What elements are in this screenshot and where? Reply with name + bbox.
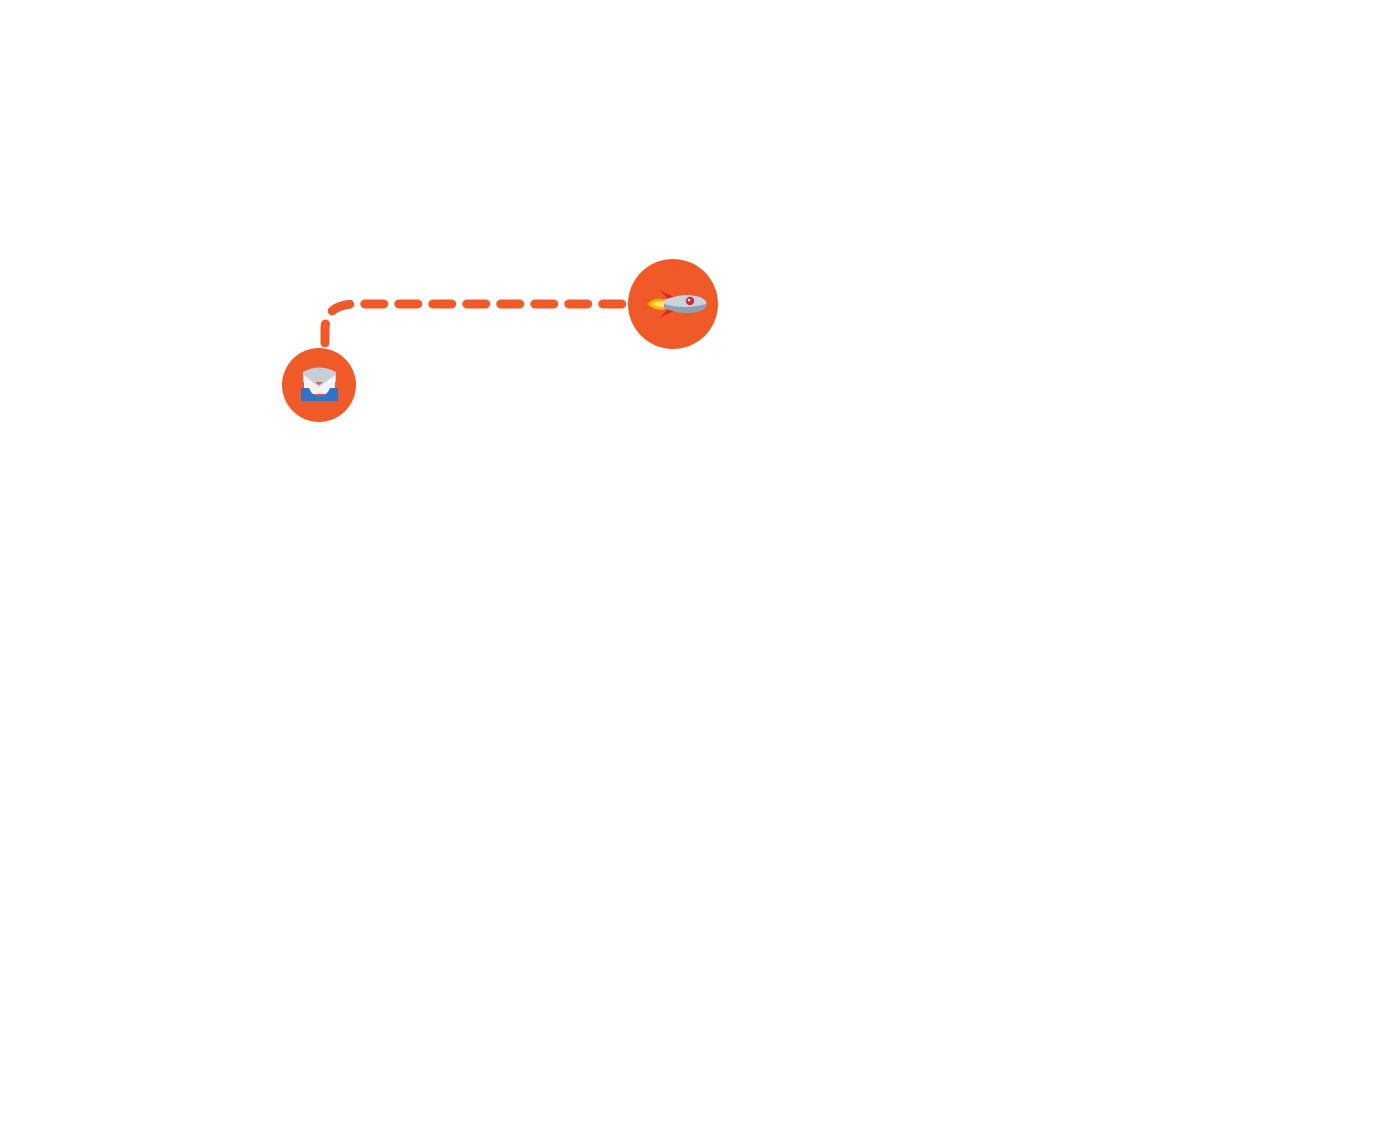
inbox-node-circle <box>282 348 356 422</box>
dashed-connector <box>320 299 633 348</box>
inbox-tray-icon <box>301 367 338 401</box>
inbox-node <box>282 348 356 422</box>
rocket-node <box>628 259 718 349</box>
rocket-icon <box>647 290 707 318</box>
